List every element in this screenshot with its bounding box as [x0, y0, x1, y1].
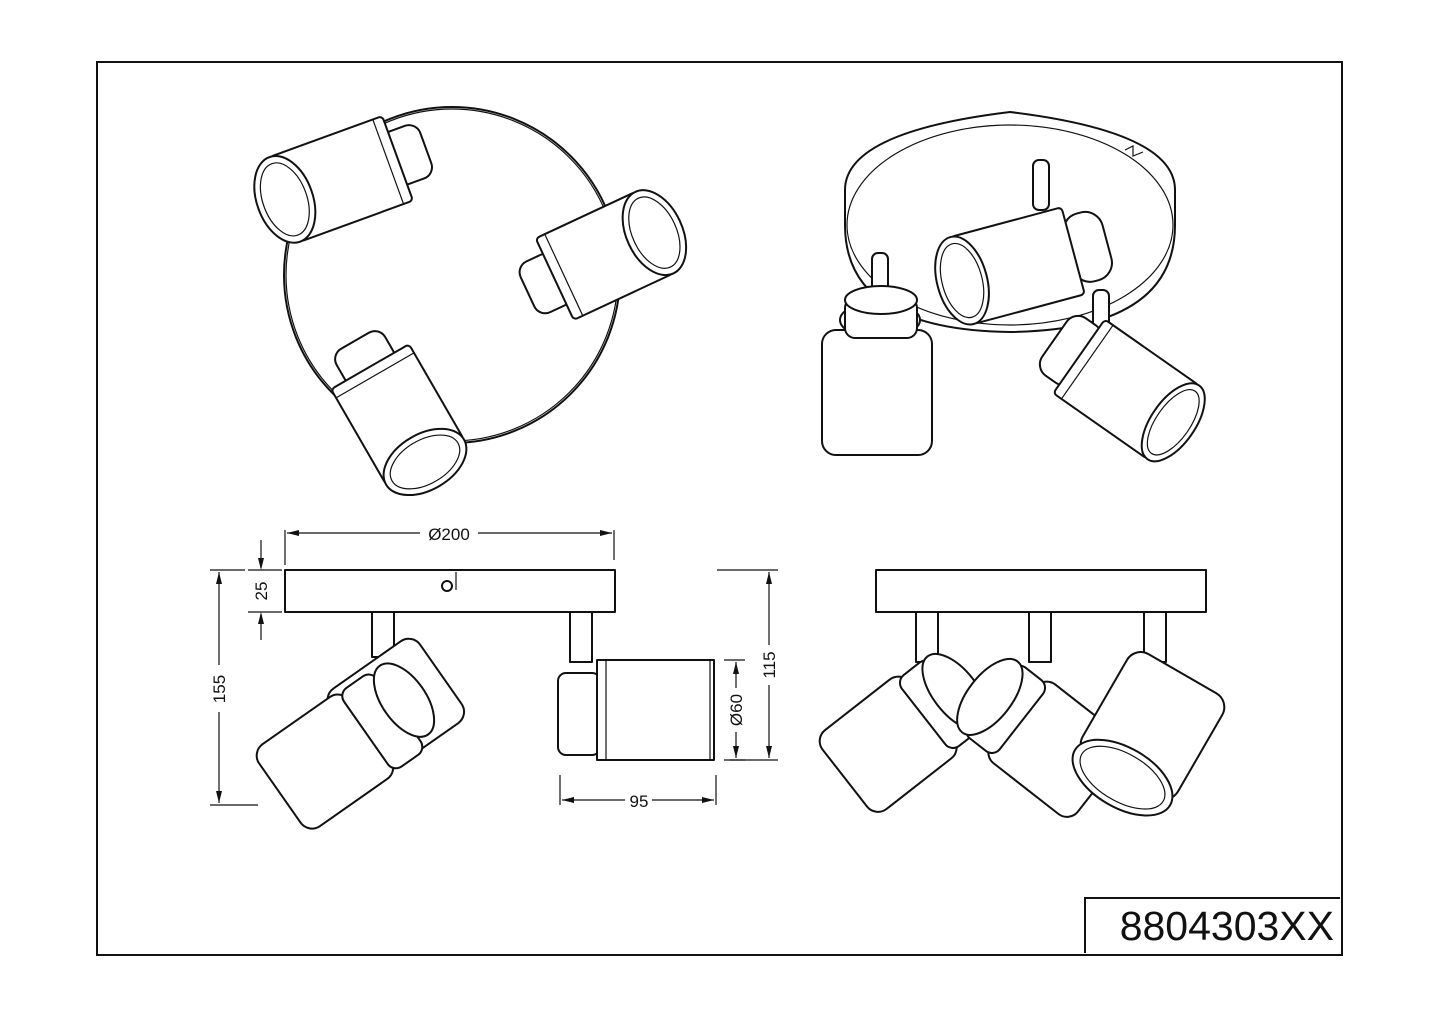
drawing-frame	[96, 61, 1343, 956]
title-block: 8804303XX	[1084, 897, 1340, 953]
dim-base-height: 25	[252, 582, 271, 601]
isometric-view	[821, 111, 1206, 463]
dim-spot-diameter: Ø60	[727, 694, 746, 726]
dim-base-diameter: Ø200	[428, 525, 470, 544]
front-elevation-dimensioned: Ø200 25 155 115 Ø60 95	[210, 525, 779, 830]
dim-spot-length: 95	[630, 792, 649, 811]
part-number: 8804303XX	[1119, 902, 1334, 949]
top-view	[253, 106, 688, 497]
front-elevation	[818, 569, 1226, 818]
dim-total-height: 155	[210, 675, 229, 703]
dim-spot-height: 115	[760, 651, 779, 678]
